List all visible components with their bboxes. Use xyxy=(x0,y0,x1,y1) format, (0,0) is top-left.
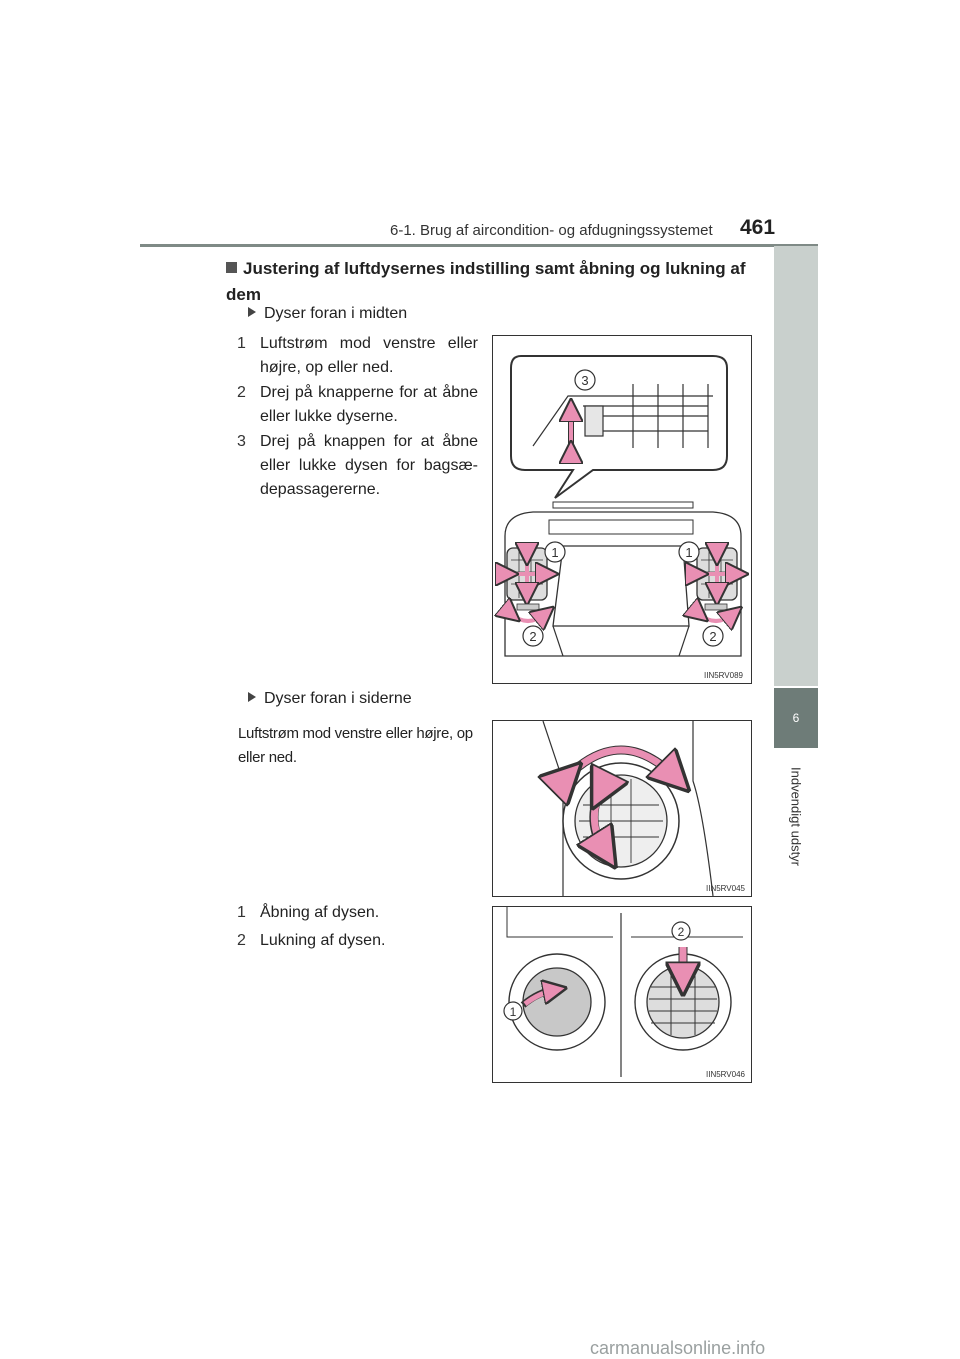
item-text: Åbning af dysen. xyxy=(260,904,380,921)
left-vent-wheel xyxy=(516,603,540,611)
center-vents-subheading-text: Dyser foran i midten xyxy=(264,305,408,322)
chapter-tab-label: Indvendigt udstyr xyxy=(774,752,818,882)
callout-3: 3 xyxy=(581,373,588,388)
closed-vent-face xyxy=(522,967,592,1037)
figure-code: IIN5RV045 xyxy=(706,884,746,893)
open-push-arrow xyxy=(523,990,555,1006)
chapter-tab-label-text: Indvendigt udstyr xyxy=(788,767,804,867)
rear-vent-strip xyxy=(552,501,694,509)
callout-1-right: 1 xyxy=(685,545,692,560)
chapter-tab-strip xyxy=(774,246,818,686)
header-title: 6-1. Brug af aircondition- og afdugnings… xyxy=(390,222,713,239)
callout-circle xyxy=(522,625,544,647)
section-heading-text: Justering af luftdysernes indstilling sa… xyxy=(226,259,746,304)
item-number: 2 xyxy=(237,384,246,401)
zoom-bubble xyxy=(510,355,728,499)
side-vents-subheading-text: Dyser foran i siderne xyxy=(264,690,412,707)
chapter-tab-number: 6 xyxy=(774,688,818,748)
dashboard-slot xyxy=(548,519,694,535)
figure-code: IIN5RV089 xyxy=(704,671,744,680)
right-wheel-rotation-arrow xyxy=(699,614,733,621)
console-lines xyxy=(552,625,690,657)
callout-1-left: 1 xyxy=(551,545,558,560)
callout-2: 2 xyxy=(678,925,685,939)
item-number: 1 xyxy=(237,904,246,921)
callout-circle xyxy=(544,541,566,563)
open-close-figure: 1 2 IIN5RV046 xyxy=(492,906,752,1083)
callout-2-left: 2 xyxy=(529,629,536,644)
callout-1: 1 xyxy=(510,1005,517,1019)
callout-2-right: 2 xyxy=(709,629,716,644)
item-text: Drej på knappen for at åbne eller lukke … xyxy=(260,433,478,498)
figure-code: IIN5RV046 xyxy=(706,1070,746,1079)
item-text: Lukning af dysen. xyxy=(260,932,386,949)
section-heading: Justering af luftdysernes indstilling sa… xyxy=(226,256,756,308)
callout-circle xyxy=(702,625,724,647)
display-screen xyxy=(552,545,690,627)
side-vents-text: Luftstrøm mod venstre eller højre, op el… xyxy=(238,725,473,766)
item-number: 3 xyxy=(237,433,246,450)
left-wheel-rotation-arrow xyxy=(511,614,545,621)
item-number: 1 xyxy=(237,335,246,352)
side-vents-subheading: Dyser foran i siderne xyxy=(248,690,412,708)
center-dashboard-illustration: 3 1 1 2 2 II xyxy=(493,355,751,680)
header-rule xyxy=(140,244,818,247)
page-number: 461 xyxy=(740,216,776,239)
triangle-bullet-icon xyxy=(248,692,256,702)
square-bullet-icon xyxy=(226,262,237,273)
vertical-adjust-arrow xyxy=(594,791,605,851)
open-close-illustration: 1 2 IIN5RV046 xyxy=(503,907,746,1079)
item-number: 2 xyxy=(237,932,246,949)
side-vents-figure: IIN5RV045 xyxy=(492,720,752,897)
center-vents-figure: 3 1 1 2 2 II xyxy=(492,335,752,684)
triangle-bullet-icon xyxy=(248,307,256,317)
watermark: carmanualsonline.info xyxy=(590,1338,766,1358)
callout-circle xyxy=(503,1001,523,1021)
rear-vent-grid xyxy=(532,384,713,448)
item-text: Luftstrøm mod venstre eller højre, op el… xyxy=(260,335,478,376)
callout-circle xyxy=(678,541,700,563)
callout-circle xyxy=(671,921,691,941)
dash-edge-lines xyxy=(506,907,743,938)
item-text: Drej på knapperne for at åbne eller lukk… xyxy=(260,384,478,425)
right-vent-wheel xyxy=(704,603,728,611)
side-vent-illustration: IIN5RV045 xyxy=(493,721,746,896)
center-vents-subheading: Dyser foran i midten xyxy=(248,305,407,323)
callout-circle xyxy=(574,369,596,391)
